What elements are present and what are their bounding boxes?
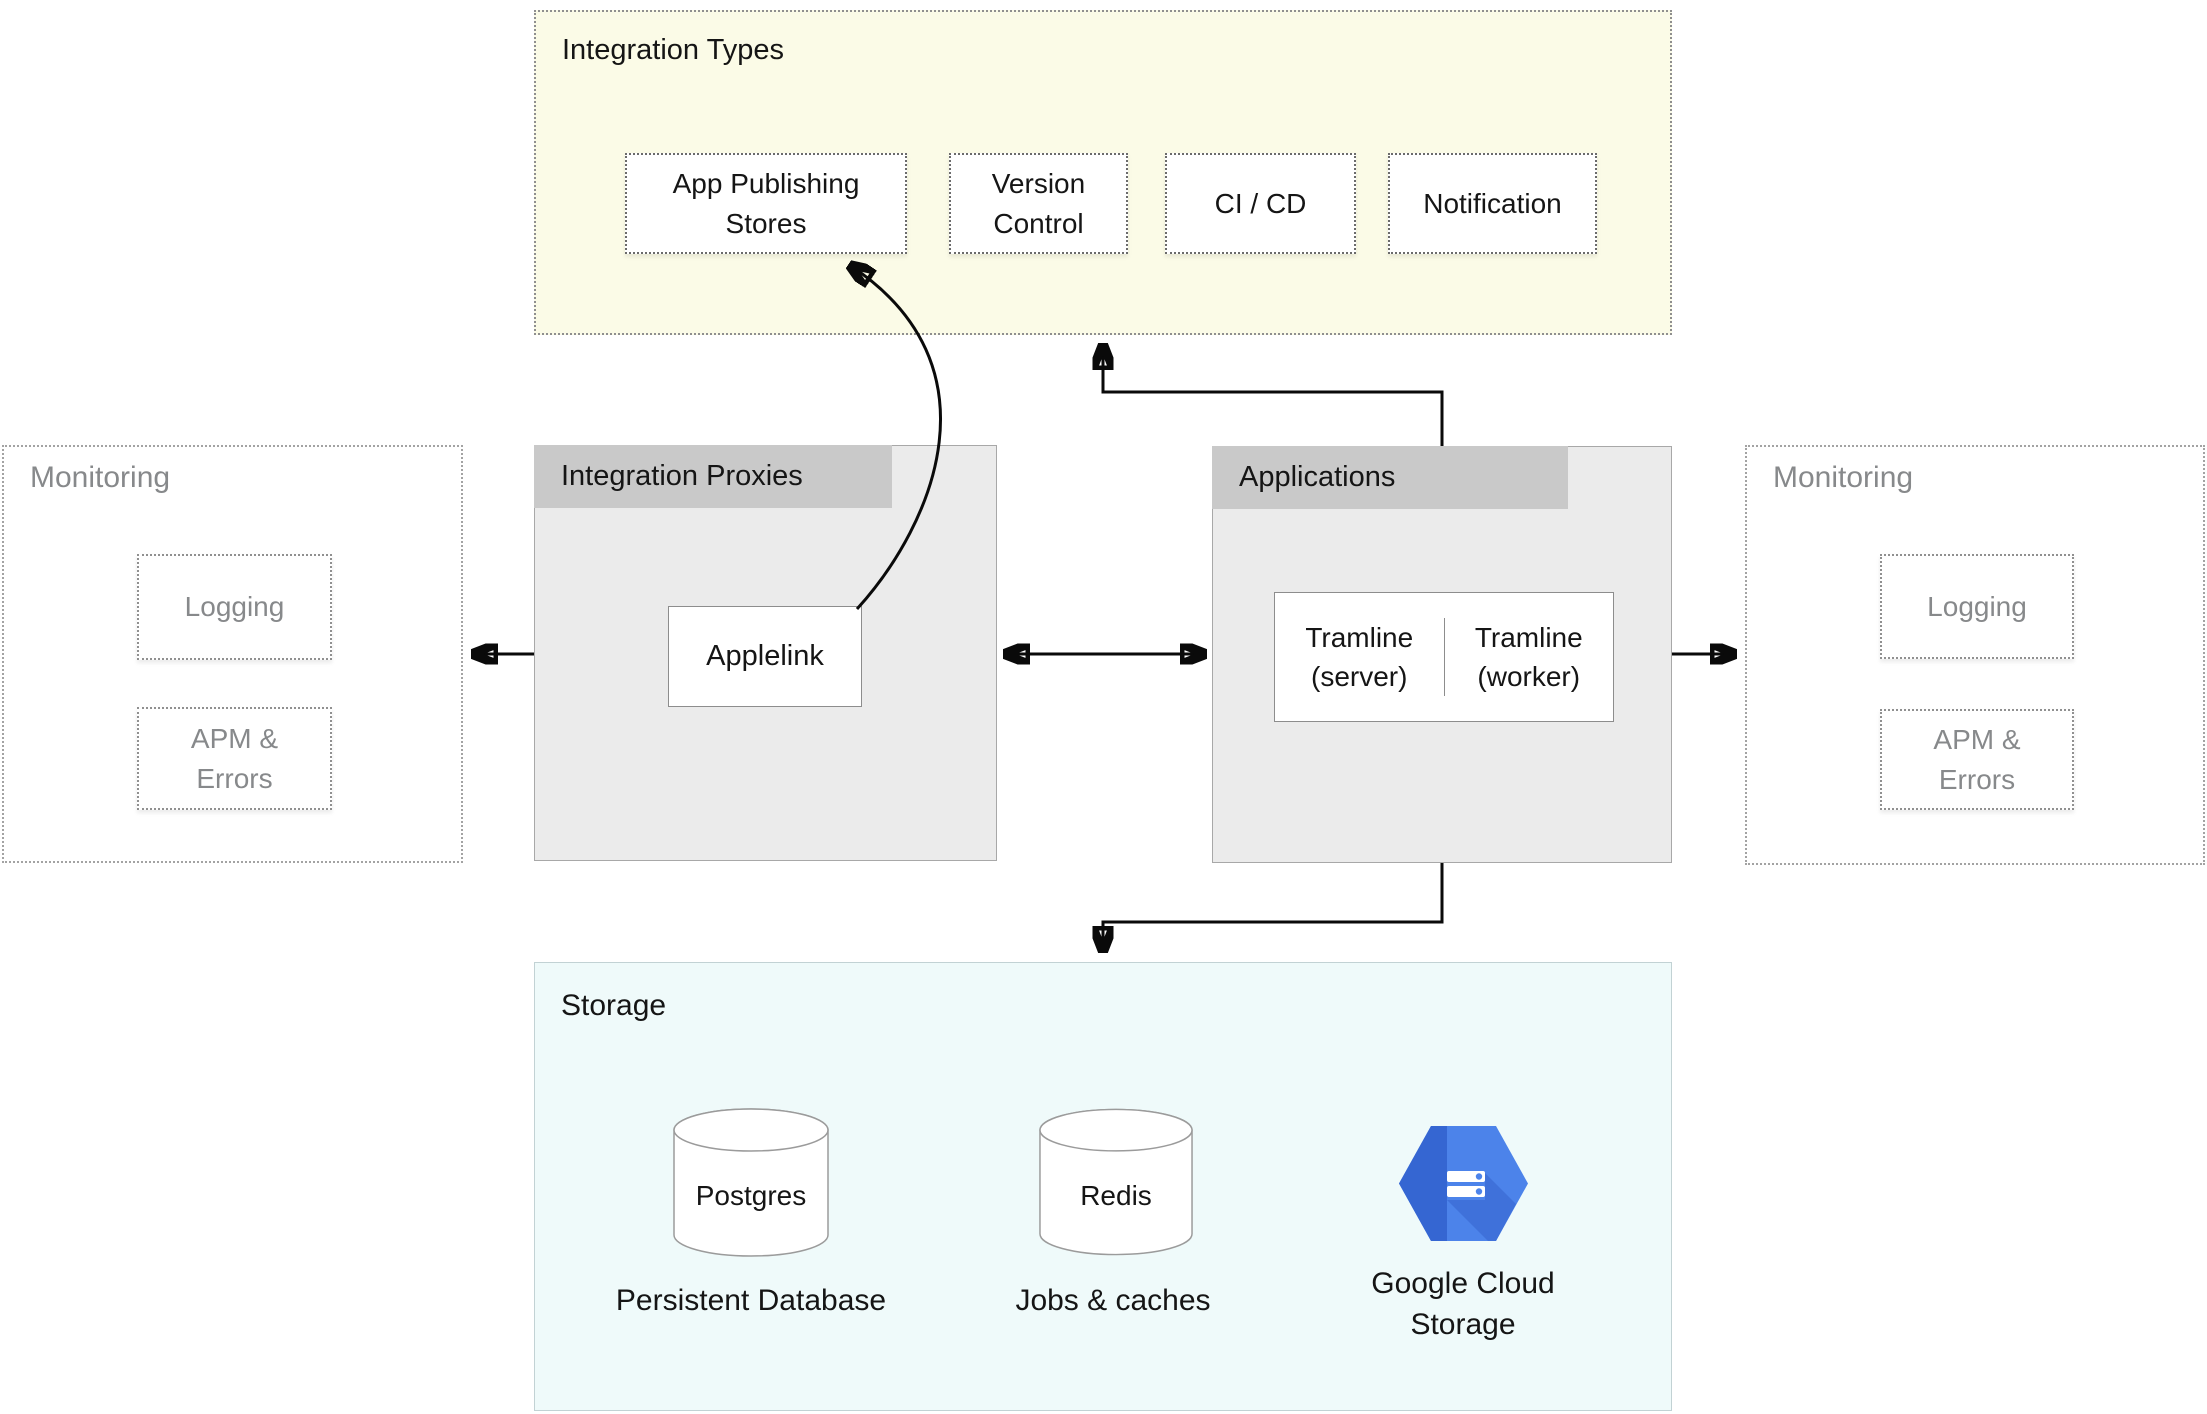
node-app-publishing-stores: App Publishing Stores xyxy=(625,153,907,254)
monitoring-left-section: Monitoring Logging APM & Errors xyxy=(2,445,463,863)
integration-types-title: Integration Types xyxy=(562,34,784,66)
node-tramline-server: Tramline (server) xyxy=(1275,617,1445,697)
postgres-caption: Persistent Database xyxy=(615,1284,887,1317)
node-ci-cd: CI / CD xyxy=(1165,153,1356,254)
gcs-caption: Google Cloud Storage xyxy=(1371,1267,1555,1341)
node-apm-errors-right: APM & Errors xyxy=(1880,709,2074,810)
database-cylinder-icon xyxy=(1039,1108,1193,1256)
postgres-label: Postgres xyxy=(695,1180,807,1211)
redis-label: Redis xyxy=(1080,1180,1152,1211)
arrow-applications-to-storage xyxy=(1103,863,1444,950)
database-cylinder-icon xyxy=(673,1108,829,1257)
integration-types-section: Integration Types App Publishing Stores … xyxy=(534,10,1672,335)
applications-panel: Applications Tramline (server) Tramline … xyxy=(1212,446,1672,863)
integration-proxies-panel: Integration Proxies Applelink xyxy=(534,445,997,861)
storage-section: Storage Postgres Persistent Database Red… xyxy=(534,962,1672,1411)
google-cloud-storage-icon xyxy=(1399,1126,1528,1241)
node-version-control: Version Control xyxy=(949,153,1128,254)
integration-proxies-header: Integration Proxies xyxy=(534,445,892,508)
applications-header: Applications xyxy=(1212,446,1568,509)
node-logging-right: Logging xyxy=(1880,554,2074,659)
arrow-applications-to-integration-types xyxy=(1103,346,1444,446)
redis-caption: Jobs & caches xyxy=(1015,1284,1211,1317)
node-notification: Notification xyxy=(1388,153,1597,254)
monitoring-left-title: Monitoring xyxy=(30,461,171,494)
node-apm-errors-left: APM & Errors xyxy=(137,707,332,810)
node-tramline-worker: Tramline (worker) xyxy=(1474,621,1583,692)
node-tramline-group: Tramline (server) Tramline (worker) xyxy=(1274,592,1614,722)
storage-title: Storage xyxy=(561,989,667,1022)
node-logging-left: Logging xyxy=(137,554,332,660)
monitoring-right-title: Monitoring xyxy=(1773,461,1914,494)
node-applelink: Applelink xyxy=(668,606,862,707)
monitoring-right-section: Monitoring Logging APM & Errors xyxy=(1745,445,2205,865)
